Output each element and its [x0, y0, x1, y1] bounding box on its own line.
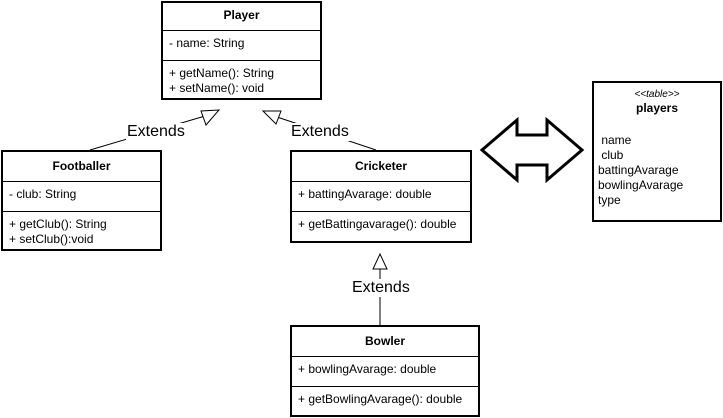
- table-stereotype: <<table>>: [634, 89, 680, 100]
- cricketer-class[interactable]: Cricketer + battingAvarage: double + get…: [290, 150, 472, 243]
- table-column: bowlingAvarage: [598, 178, 684, 192]
- bowler-method: + getBowlingAvarage(): double: [298, 392, 463, 406]
- cricketer-attribute: + battingAvarage: double: [298, 187, 432, 201]
- footballer-methods: + getClub(): String + setClub():void: [3, 212, 160, 246]
- footballer-extends-label: Extends: [126, 123, 186, 141]
- table-column: name: [598, 133, 632, 147]
- footballer-attributes: - club: String: [3, 182, 160, 212]
- bowler-class[interactable]: Bowler + bowlingAvarage: double + getBow…: [290, 325, 480, 417]
- player-method: + getName(): String: [169, 66, 275, 80]
- cricketer-attributes: + battingAvarage: double: [292, 182, 470, 212]
- player-method: + setName(): void: [169, 80, 265, 95]
- cricketer-methods: + getBattingavarage(): double: [292, 212, 470, 232]
- footballer-attribute: - club: String: [9, 187, 77, 201]
- bowler-attribute: + bowlingAvarage: double: [298, 362, 437, 376]
- footballer-method: + getClub(): String: [9, 217, 107, 231]
- cricketer-class-name: Cricketer: [292, 152, 470, 182]
- footballer-method: + setClub():void: [9, 231, 94, 246]
- cricketer-extends-label: Extends: [290, 123, 350, 141]
- table-name: players: [635, 101, 679, 115]
- bowler-class-name: Bowler: [292, 327, 478, 357]
- footballer-extends-arrowhead: [200, 109, 221, 126]
- table-column: club: [598, 148, 624, 162]
- bowler-extends-arrowhead: [372, 252, 388, 270]
- cricketer-method: + getBattingavarage(): double: [298, 217, 457, 231]
- bidirectional-arrow: [479, 116, 585, 184]
- footballer-class-name: Footballer: [3, 152, 160, 182]
- players-table[interactable]: <<table>> players name club battingAvara…: [592, 81, 722, 222]
- player-methods: + getName(): String + setName(): void: [163, 61, 320, 95]
- bowler-attributes: + bowlingAvarage: double: [292, 357, 478, 387]
- player-class-name: Player: [163, 3, 320, 31]
- table-column: type: [598, 193, 621, 207]
- bowler-methods: + getBowlingAvarage(): double: [292, 387, 478, 407]
- player-attribute: - name: String: [169, 36, 245, 50]
- footballer-class[interactable]: Footballer - club: String + getClub(): S…: [1, 150, 162, 251]
- table-column: battingAvarage: [598, 163, 679, 177]
- cricketer-extends-arrowhead: [261, 110, 282, 125]
- player-class[interactable]: Player - name: String + getName(): Strin…: [161, 1, 322, 100]
- table-columns: name club battingAvarage bowlingAvarage …: [594, 133, 720, 208]
- bowler-extends-label: Extends: [351, 279, 411, 297]
- player-attributes: - name: String: [163, 31, 320, 61]
